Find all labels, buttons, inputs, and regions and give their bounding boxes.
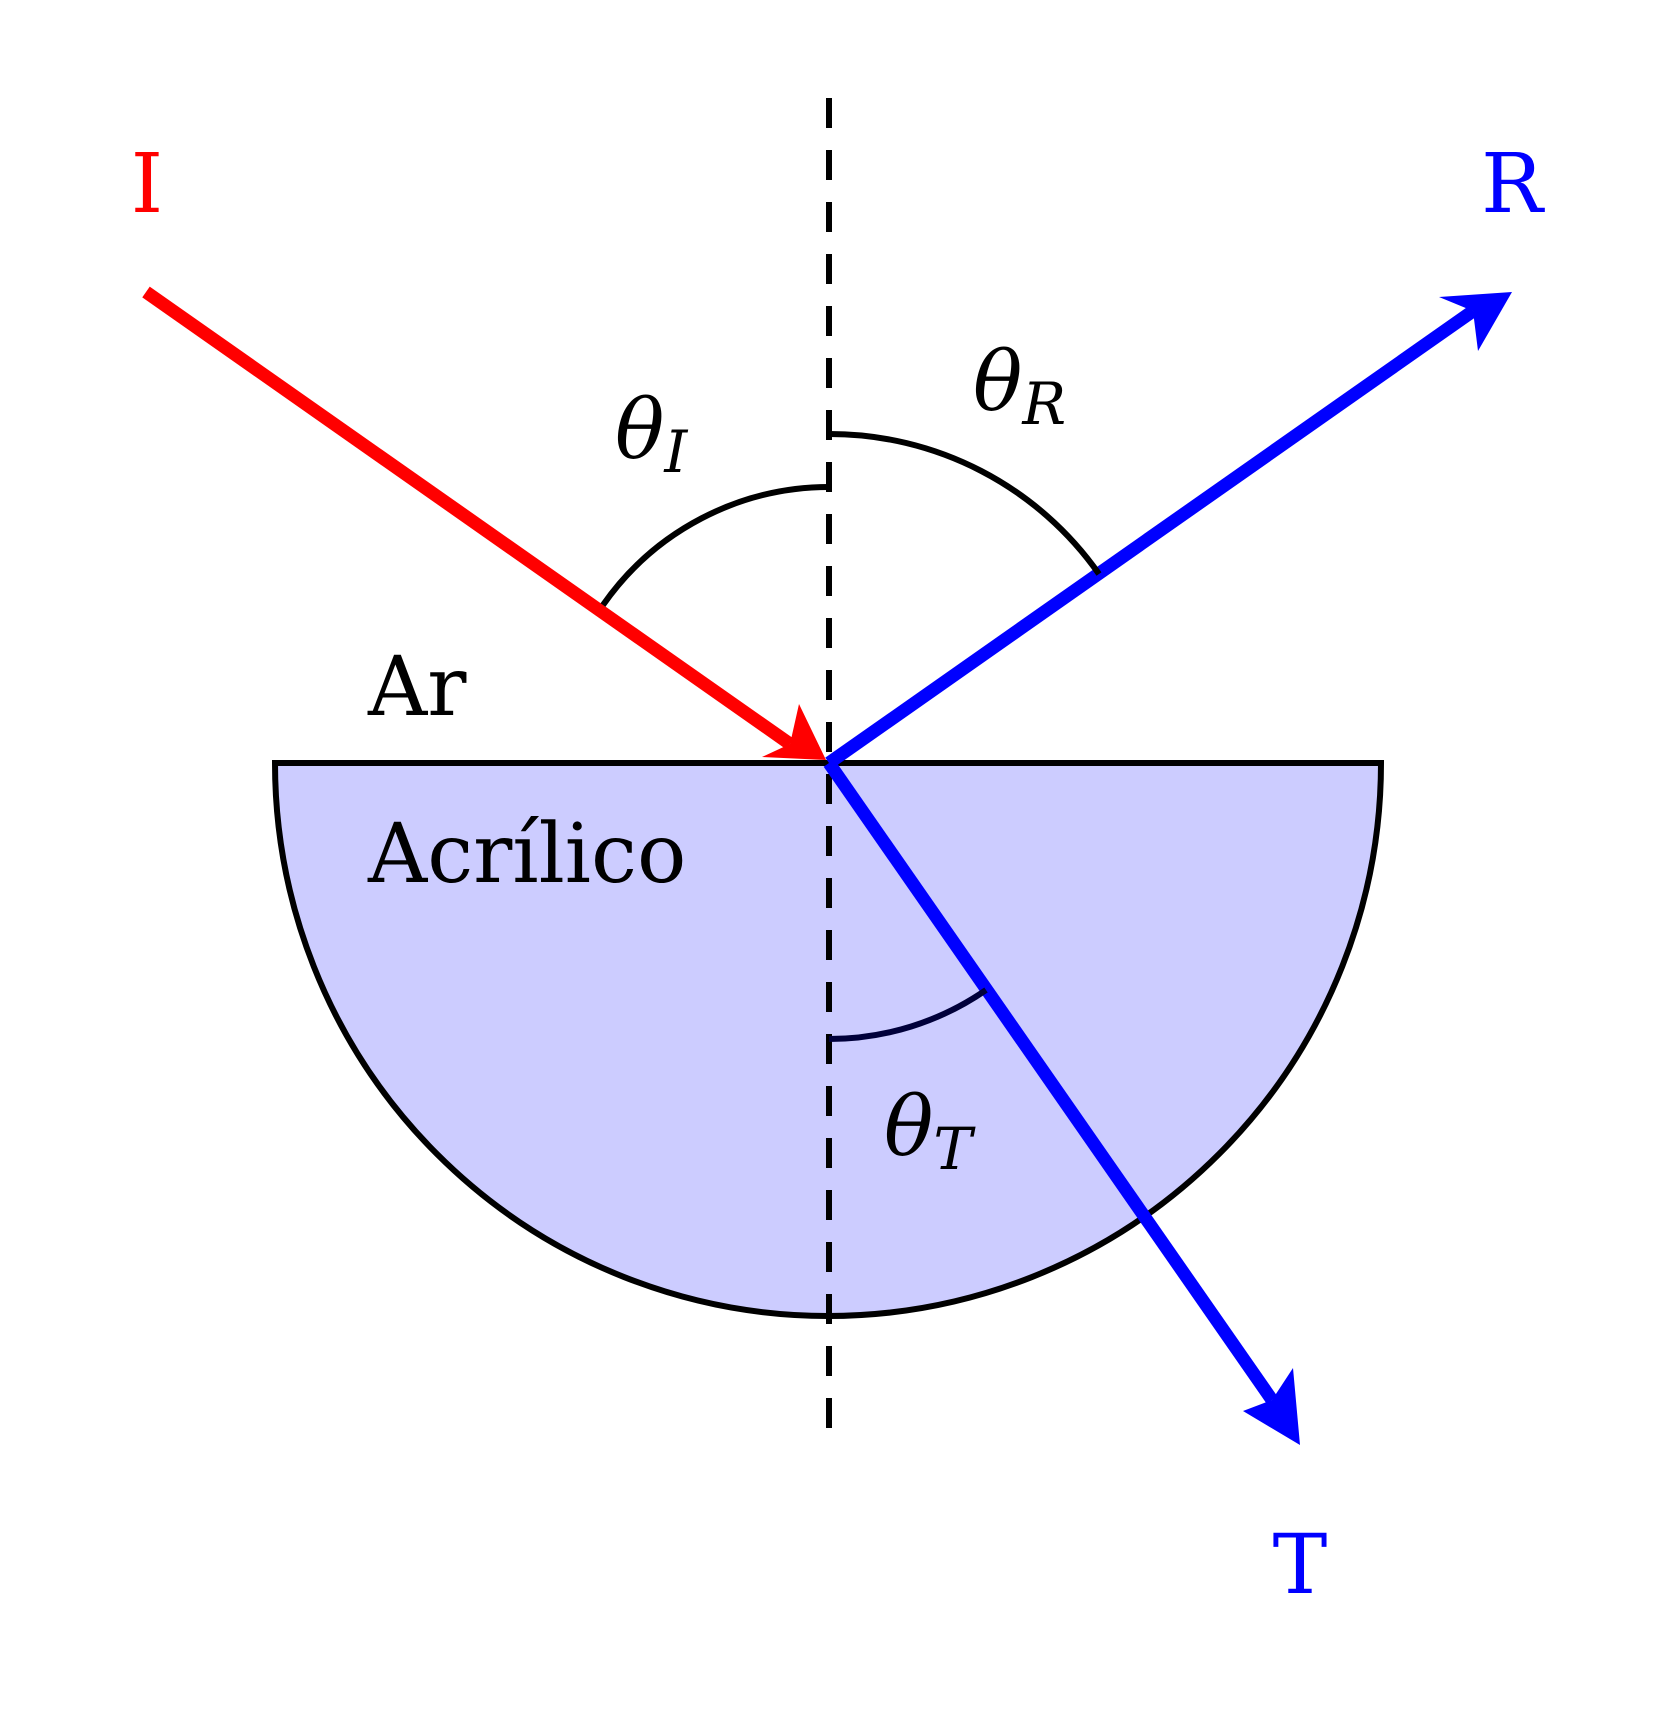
angle-symbol-incident: θ xyxy=(615,383,664,478)
angle-label-incident: θI xyxy=(615,383,688,486)
lower-medium-label: Acrílico xyxy=(367,807,686,902)
angle-subscript-transmitted: T xyxy=(933,1115,976,1183)
incident-arrowhead xyxy=(762,704,826,760)
angle-label-reflected: θR xyxy=(973,335,1066,438)
reflected-ray xyxy=(825,305,1477,769)
incident-label: I xyxy=(131,137,163,232)
angle-subscript-incident: I xyxy=(663,418,688,486)
reflected-label: R xyxy=(1481,137,1545,232)
reflected-arrowhead xyxy=(1439,292,1512,351)
angle-arc-transmitted xyxy=(828,987,988,1042)
transmitted-label: T xyxy=(1273,1518,1328,1613)
angle-arc-reflected xyxy=(828,430,1102,576)
angle-symbol-reflected: θ xyxy=(973,335,1022,430)
upper-medium-label: Ar xyxy=(367,640,467,735)
angle-arc-incident xyxy=(600,484,830,607)
transmitted-arrowhead xyxy=(1243,1368,1300,1445)
angle-subscript-reflected: R xyxy=(1021,370,1066,438)
angle-label-transmitted: θT xyxy=(884,1080,976,1183)
incident-ray xyxy=(142,286,794,750)
transmitted-ray xyxy=(823,759,1278,1404)
angle-symbol-transmitted: θ xyxy=(884,1080,933,1175)
